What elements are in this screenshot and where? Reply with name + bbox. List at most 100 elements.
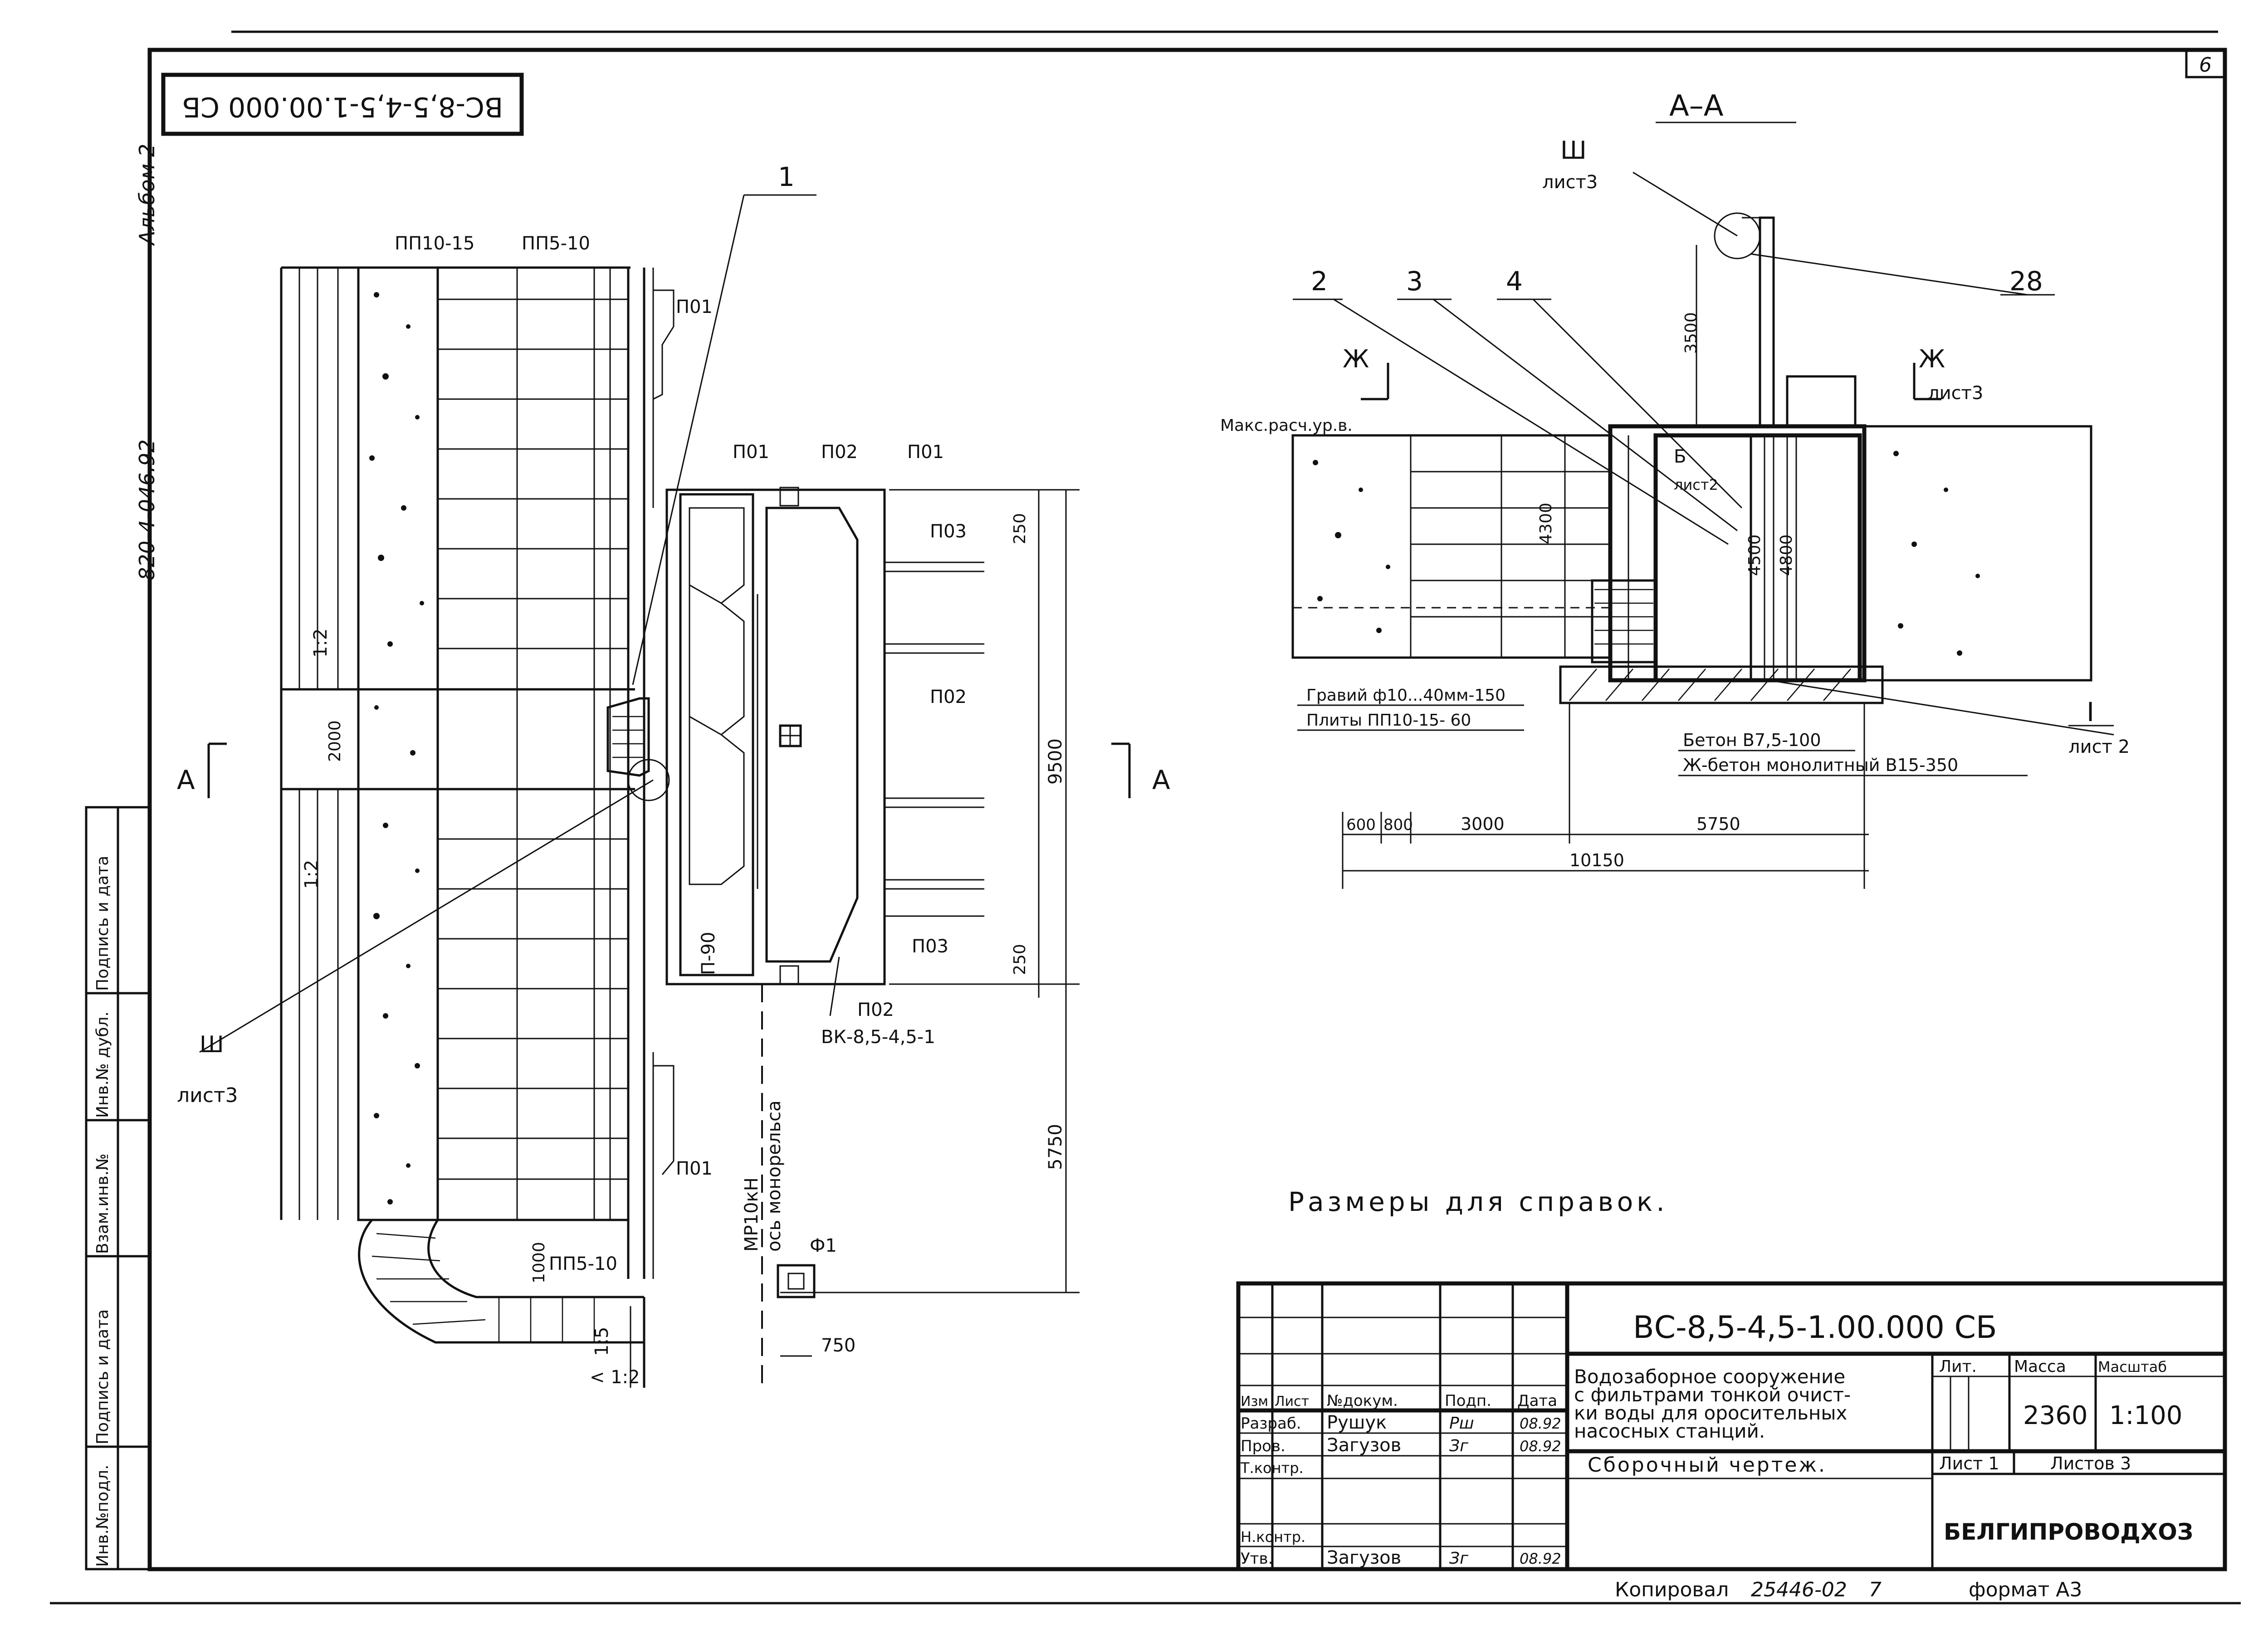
label-p02-c: П02 bbox=[857, 1000, 894, 1020]
zh-left: Ж bbox=[1343, 345, 1369, 373]
tb-header-doc: №докум. bbox=[1327, 1392, 1398, 1410]
footer-copied: Копировал bbox=[1615, 1578, 1729, 1601]
b-label: Б bbox=[1674, 446, 1686, 467]
tb-header-date: Дата bbox=[1517, 1392, 1557, 1410]
tb-row2-role: Пров. bbox=[1241, 1437, 1286, 1455]
callout-i-sheet: лист 2 bbox=[2068, 737, 2130, 757]
label-p03-a: П03 bbox=[930, 521, 967, 542]
footer-copy-number: 25446-02 bbox=[1751, 1578, 1847, 1601]
tb-row1-sign: Рш bbox=[1449, 1414, 1474, 1433]
label-p03-b: П03 bbox=[912, 936, 948, 957]
label-slope-mid: 1:2 bbox=[301, 860, 322, 889]
callout-iii-sheet: лист3 bbox=[177, 1084, 238, 1107]
tb-header-sign: Подп. bbox=[1445, 1392, 1491, 1410]
label-p02-b: П02 bbox=[930, 687, 967, 707]
tb-scale-value: 1:100 bbox=[2109, 1401, 2182, 1430]
dim-3000: 3000 bbox=[1461, 814, 1505, 834]
dim-2000: 2000 bbox=[326, 720, 344, 762]
footer: Копировал 25446-02 7 формат А3 bbox=[1615, 1578, 2082, 1601]
label-monorail-1: МР10кН bbox=[741, 1177, 762, 1252]
rc-concrete-note: Ж-бетон монолитный В15-350 bbox=[1683, 755, 1958, 775]
title-block bbox=[1236, 1281, 2227, 1571]
label-p90: П-90 bbox=[698, 932, 719, 975]
plate-rows bbox=[438, 298, 628, 1180]
label-pp5-10-bottom: ПП5-10 bbox=[549, 1254, 617, 1274]
dim-3500: 3500 bbox=[1682, 312, 1701, 354]
label-p01-a: П01 bbox=[733, 442, 769, 463]
tb-sheet-label: Лист 1 bbox=[1939, 1454, 1999, 1473]
max-level: Макс.расч.ур.в. bbox=[1220, 416, 1353, 435]
tb-code: ВС-8,5-4,5-1.00.000 СБ bbox=[1633, 1310, 1997, 1346]
tb-desc-2: с фильтрами тонкой очист- bbox=[1574, 1384, 1851, 1406]
project-code: 820-4-046.92 bbox=[135, 439, 159, 580]
sheet-number-box bbox=[2185, 49, 2226, 78]
label-monorail-2: ось монорельса bbox=[764, 1100, 785, 1252]
tb-header-list: Лист bbox=[1275, 1394, 1309, 1410]
dim-4300: 4300 bbox=[1537, 502, 1555, 544]
label-pp5-10-top: ПП5-10 bbox=[522, 233, 590, 254]
left-signature-strip: Подпись и дата Инв.№ дубл. Взам.инв.№ По… bbox=[85, 806, 151, 1571]
tb-row1-date: 08.92 bbox=[1520, 1415, 1561, 1432]
zh-right-sheet: лист3 bbox=[1928, 383, 1983, 404]
label-slope-top: 1:2 bbox=[310, 629, 331, 658]
gravel-note: Гравий ф10...40мм-150 bbox=[1306, 686, 1505, 705]
tb-mass-label: Масса bbox=[2014, 1357, 2066, 1376]
zh-right: Ж bbox=[1919, 345, 1945, 373]
dim-10150: 10150 bbox=[1569, 850, 1624, 870]
dim-5750: 5750 bbox=[1045, 1124, 1066, 1170]
label-pp10-15: ПП10-15 bbox=[395, 233, 474, 254]
section-view bbox=[1291, 122, 2114, 889]
callout-i: I bbox=[2087, 697, 2094, 727]
tb-scale-label: Масштаб bbox=[2098, 1358, 2167, 1375]
label-p01-b: П01 bbox=[907, 442, 944, 463]
tb-header-izm: Изм bbox=[1241, 1394, 1268, 1410]
plates-note: Плиты ПП10-15- 60 bbox=[1306, 711, 1471, 730]
label-slope-bottom: < 1:2 bbox=[590, 1367, 640, 1388]
dim-800: 800 bbox=[1383, 816, 1413, 834]
dim-4800: 4800 bbox=[1777, 534, 1796, 576]
callout-2: 2 bbox=[1311, 266, 1328, 297]
strip-cell-3: Взам.инв.№ bbox=[93, 1153, 112, 1254]
tb-sheets-label: Листов 3 bbox=[2050, 1454, 2131, 1473]
footer-format: формат А3 bbox=[1969, 1578, 2082, 1601]
section-mark-a-left: А bbox=[177, 765, 195, 795]
footer-copy-num2: 7 bbox=[1869, 1578, 1882, 1601]
tb-organization: БЕЛГИПРОВОДХОЗ bbox=[1944, 1519, 2193, 1545]
concrete-note: Бетон В7,5-100 bbox=[1683, 730, 1821, 750]
title-block-text: ВС-8,5-4,5-1.00.000 СБ Изм Лист №докум. … bbox=[1240, 1310, 2193, 1568]
tb-desc-4: насосных станций. bbox=[1574, 1420, 1765, 1442]
reference-note: Размеры для справок. bbox=[1288, 1186, 1668, 1217]
label-vk: ВК-8,5-4,5-1 bbox=[821, 1027, 935, 1048]
dim-600: 600 bbox=[1346, 816, 1376, 834]
tb-row1-role: Разраб. bbox=[1241, 1415, 1301, 1433]
tb-row5-name: Загузов bbox=[1327, 1547, 1401, 1568]
strip-cell-5: Инв.№подл. bbox=[93, 1465, 112, 1567]
callout-1: 1 bbox=[778, 161, 795, 192]
strip-cell-1: Подпись и дата bbox=[93, 856, 112, 991]
tb-row1-name: Рушук bbox=[1327, 1412, 1387, 1433]
label-slope-15: 1:5 bbox=[591, 1327, 612, 1356]
callout-28: 28 bbox=[2009, 266, 2043, 297]
label-p01-bottom: П01 bbox=[676, 1158, 713, 1179]
callout-4: 4 bbox=[1506, 266, 1523, 297]
b-sheet: лист2 bbox=[1674, 476, 1718, 493]
label-p01-right-top: П01 bbox=[676, 297, 713, 317]
tb-lit-label: Лит. bbox=[1939, 1357, 1977, 1376]
tb-row4-role: Н.контр. bbox=[1241, 1528, 1305, 1546]
dim-250-bottom: 250 bbox=[1011, 944, 1029, 975]
plan-view bbox=[199, 194, 1131, 1388]
stamp-code-rotated: ВС-8,5-4,5-1.00.000 СБ bbox=[182, 91, 503, 122]
section-labels: А–А Ш лист3 28 2 3 4 Ж Ж лист3 Макс.расч… bbox=[1220, 89, 2130, 870]
section-mark-a-right: А bbox=[1152, 765, 1170, 795]
dim-750: 750 bbox=[821, 1335, 855, 1356]
callout-3: 3 bbox=[1406, 266, 1423, 297]
dim-1000: 1000 bbox=[530, 1242, 548, 1283]
label-phi1: Ф1 bbox=[810, 1235, 837, 1256]
stamp-code-box bbox=[161, 73, 524, 136]
tb-desc-3: ки воды для оросительных bbox=[1574, 1402, 1847, 1424]
tb-desc-1: Водозаборное сооружение bbox=[1574, 1366, 1845, 1388]
strip-cell-4: Подпись и дата bbox=[93, 1309, 112, 1444]
concrete-dots bbox=[369, 292, 424, 1205]
section-title: А–А bbox=[1669, 89, 1724, 123]
